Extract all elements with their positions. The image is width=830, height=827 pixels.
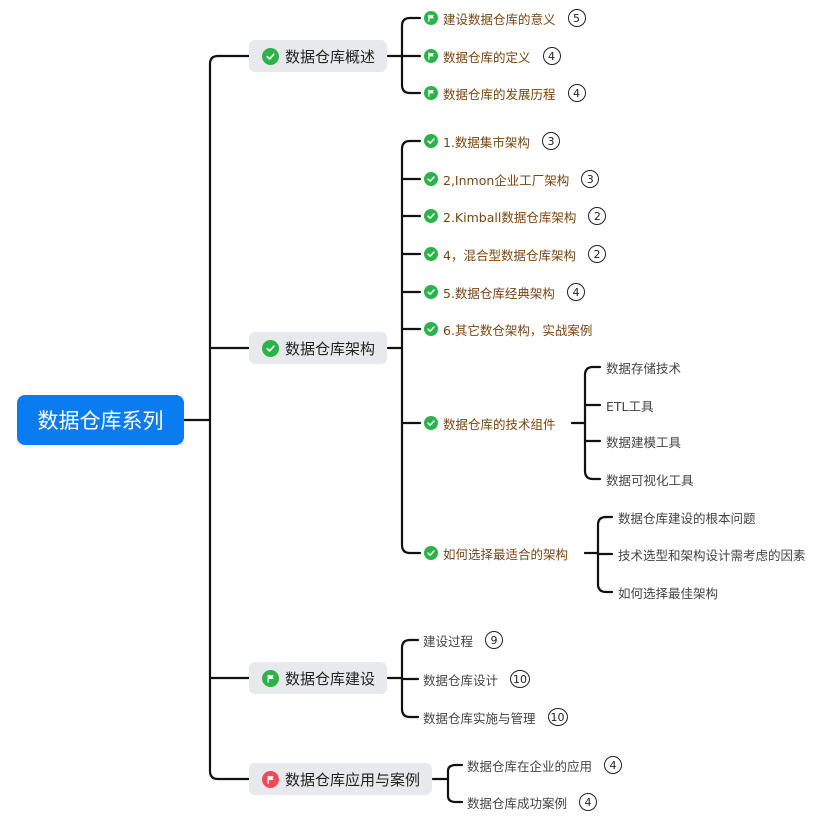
count-badge: 4 — [579, 793, 598, 811]
leaf-node[interactable]: 数据仓库实施与管理 10 — [423, 707, 568, 727]
sub-leaf-node[interactable]: ETL工具 — [606, 395, 654, 415]
count-badge: 3 — [541, 132, 560, 150]
sub-leaf-node[interactable]: 数据仓库建设的根本问题 — [618, 507, 756, 527]
leaf-node[interactable]: 数据仓库的定义 4 — [424, 46, 561, 66]
leaf-label: 建设数据仓库的意义 — [443, 11, 556, 27]
leaf-node[interactable]: 4，混合型数据仓库架构 2 — [424, 244, 606, 264]
branch-label: 数据仓库建设 — [285, 669, 376, 688]
count-badge: 10 — [510, 670, 531, 688]
leaf-node[interactable]: 数据仓库的发展历程 4 — [424, 83, 586, 103]
count-badge: 4 — [566, 283, 585, 301]
leaf-label: 建设过程 — [423, 633, 474, 649]
leaf-label: 5.数据仓库经典架构 — [443, 285, 555, 301]
branch-node-applications[interactable]: 数据仓库应用与案例 — [249, 763, 433, 795]
leaf-node-choose-architecture[interactable]: 如何选择最适合的架构 — [424, 543, 568, 563]
red-flag-icon — [262, 770, 279, 788]
leaf-node[interactable]: 2.Kimball数据仓库架构 2 — [424, 206, 607, 226]
sub-leaf-label: 数据建模工具 — [606, 434, 682, 450]
leaf-node[interactable]: 5.数据仓库经典架构 4 — [424, 282, 585, 302]
branch-node-architecture[interactable]: 数据仓库架构 — [249, 332, 388, 364]
flag-icon — [424, 49, 438, 63]
branch-node-construction[interactable]: 数据仓库建设 — [249, 662, 388, 694]
leaf-label: 数据仓库的技术组件 — [443, 416, 556, 432]
count-badge: 4 — [604, 756, 623, 774]
count-badge: 2 — [587, 245, 606, 263]
check-icon — [424, 247, 438, 261]
sub-leaf-node[interactable]: 技术选型和架构设计需考虑的因素 — [618, 544, 806, 564]
check-icon — [424, 285, 438, 299]
branch-label: 数据仓库概述 — [285, 47, 376, 66]
count-badge: 4 — [542, 47, 561, 65]
count-badge: 9 — [485, 631, 504, 649]
sub-leaf-label: 如何选择最佳架构 — [618, 585, 719, 601]
leaf-node[interactable]: 数据仓库在企业的应用 4 — [467, 755, 623, 775]
sub-leaf-node[interactable]: 如何选择最佳架构 — [618, 582, 718, 602]
sub-leaf-label: ETL工具 — [606, 398, 654, 414]
flag-icon — [424, 86, 438, 100]
check-icon — [262, 47, 279, 65]
leaf-label: 如何选择最适合的架构 — [443, 546, 569, 562]
check-icon — [424, 209, 438, 223]
sub-leaf-node[interactable]: 数据存储技术 — [606, 357, 681, 377]
sub-leaf-node[interactable]: 数据可视化工具 — [606, 469, 694, 489]
root-node[interactable]: 数据仓库系列 — [17, 395, 184, 445]
leaf-label: 数据仓库的发展历程 — [443, 86, 556, 102]
count-badge: 4 — [567, 84, 586, 102]
sub-leaf-label: 数据存储技术 — [606, 360, 682, 376]
leaf-label: 2.Kimball数据仓库架构 — [443, 209, 577, 225]
leaf-node[interactable]: 数据仓库设计 10 — [423, 669, 531, 689]
leaf-label: 1.数据集市架构 — [443, 134, 530, 150]
count-badge: 5 — [567, 9, 586, 27]
check-icon — [424, 322, 438, 336]
leaf-label: 2,Inmon企业工厂架构 — [443, 172, 570, 188]
leaf-label: 数据仓库实施与管理 — [423, 710, 536, 726]
flag-icon — [262, 669, 279, 687]
branch-label: 数据仓库应用与案例 — [285, 770, 421, 789]
leaf-node[interactable]: 建设过程 9 — [423, 630, 504, 650]
count-badge: 2 — [588, 207, 607, 225]
leaf-label: 数据仓库设计 — [423, 672, 499, 688]
leaf-node[interactable]: 6.其它数仓架构，实战案例 — [424, 319, 592, 339]
check-icon — [424, 546, 438, 560]
leaf-node[interactable]: 2,Inmon企业工厂架构 3 — [424, 169, 600, 189]
check-icon — [424, 134, 438, 148]
flag-icon — [424, 11, 438, 25]
sub-leaf-label: 数据仓库建设的根本问题 — [618, 510, 756, 526]
branch-label: 数据仓库架构 — [285, 339, 376, 358]
check-icon — [262, 339, 279, 357]
leaf-label: 4，混合型数据仓库架构 — [443, 247, 576, 263]
leaf-node[interactable]: 1.数据集市架构 3 — [424, 131, 560, 151]
leaf-node[interactable]: 数据仓库成功案例 4 — [467, 792, 598, 812]
sub-leaf-label: 技术选型和架构设计需考虑的因素 — [618, 547, 806, 563]
leaf-node[interactable]: 建设数据仓库的意义 5 — [424, 8, 586, 28]
check-icon — [424, 172, 438, 186]
sub-leaf-node[interactable]: 数据建模工具 — [606, 431, 681, 451]
sub-leaf-label: 数据可视化工具 — [606, 472, 694, 488]
root-label: 数据仓库系列 — [37, 409, 164, 433]
leaf-label: 数据仓库成功案例 — [467, 795, 568, 811]
leaf-node-tech-components[interactable]: 数据仓库的技术组件 — [424, 413, 556, 433]
check-icon — [424, 416, 438, 430]
count-badge: 10 — [547, 708, 568, 726]
leaf-label: 6.其它数仓架构，实战案例 — [443, 322, 593, 338]
leaf-label: 数据仓库的定义 — [443, 49, 531, 65]
count-badge: 3 — [581, 170, 600, 188]
connector-root-trunk — [208, 54, 220, 781]
leaf-label: 数据仓库在企业的应用 — [467, 758, 593, 774]
branch-node-overview[interactable]: 数据仓库概述 — [249, 40, 388, 72]
